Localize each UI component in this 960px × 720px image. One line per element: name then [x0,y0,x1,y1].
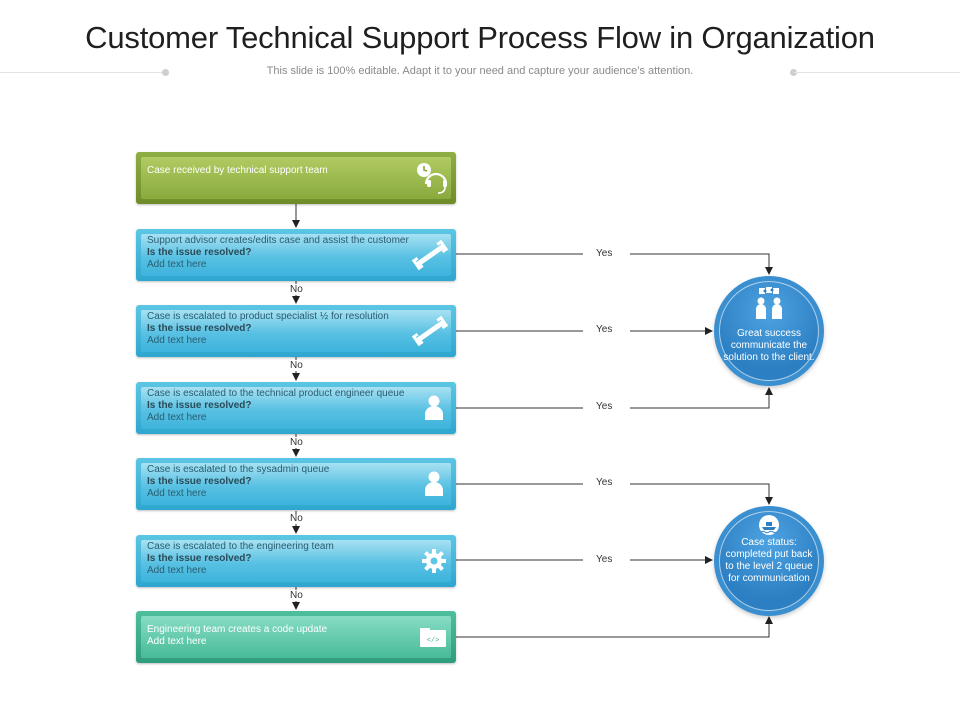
title-rule-right [794,72,960,73]
step-text: Engineering team creates a code update [147,624,328,635]
no-label: No [290,284,303,295]
wrench-icon [410,235,450,275]
step-text: Support advisor creates/edits case and a… [147,235,409,246]
no-label: No [290,590,303,601]
step-text: Case is escalated to product specialist … [147,311,389,322]
no-label: No [290,360,303,371]
step-product-engineer-queue: Case is escalated to the technical produ… [136,382,456,434]
yes-arrow-step2 [630,253,773,275]
step-add-text: Add text here [147,636,207,647]
step-text: Case is escalated to the technical produ… [147,388,405,399]
gear-icon [410,541,450,581]
wrench-icon [410,311,450,351]
person-icon [410,388,450,428]
step-question: Is the issue resolved? [147,476,252,487]
step-code-update: Engineering team creates a code update A… [136,611,456,663]
ship-icon [757,514,781,536]
yes-label: Yes [596,401,613,412]
no-label: No [290,437,303,448]
step-question: Is the issue resolved? [147,553,252,564]
step-add-text: Add text here [147,412,207,423]
step-sysadmin-queue: Case is escalated to the sysadmin queue … [136,458,456,510]
yes-label: Yes [596,324,613,335]
outcome-case-status: Case status: completed put back to the l… [714,506,824,616]
page-title: Customer Technical Support Process Flow … [85,20,875,55]
yes-label: Yes [596,248,613,259]
step-question: Is the issue resolved? [147,247,252,258]
step-add-text: Add text here [147,259,207,270]
title-rule-left [0,72,166,73]
step-case-received: Case received by technical support team [136,152,456,204]
step-add-text: Add text here [147,335,207,346]
outcome-success: Great success communicate the solution t… [714,276,824,386]
person-icon [410,464,450,504]
outcome-text: Case status: completed put back to the l… [725,537,813,584]
step-question: Is the issue resolved? [147,323,252,334]
no-label: No [290,513,303,524]
yes-label: Yes [596,477,613,488]
step-question: Is the issue resolved? [147,400,252,411]
step-text: Case is escalated to the sysadmin queue [147,464,330,475]
yes-arrow-step5 [630,483,773,505]
title-rule-dot-right [790,69,797,76]
step-support-advisor: Support advisor creates/edits case and a… [136,229,456,281]
step-product-specialist: Case is escalated to product specialist … [136,305,456,357]
outcome-text: Great success communicate the solution t… [723,328,815,363]
arrow-step7-to-outcome2 [456,616,773,638]
svg-text:</>: </> [427,637,440,645]
team-puzzle-icon [749,285,789,325]
page-subtitle: This slide is 100% editable. Adapt it to… [266,65,694,77]
step-add-text: Add text here [147,488,207,499]
code-folder-icon: </> [410,617,450,657]
step-engineering-team: Case is escalated to the engineering tea… [136,535,456,587]
step-add-text: Add text here [147,565,207,576]
yes-arrow-step4 [630,387,773,409]
step-text: Case received by technical support team [147,165,328,176]
step-text: Case is escalated to the engineering tea… [147,541,334,552]
headset-clock-icon [410,158,450,198]
yes-label: Yes [596,554,613,565]
title-rule-dot-left [162,69,169,76]
